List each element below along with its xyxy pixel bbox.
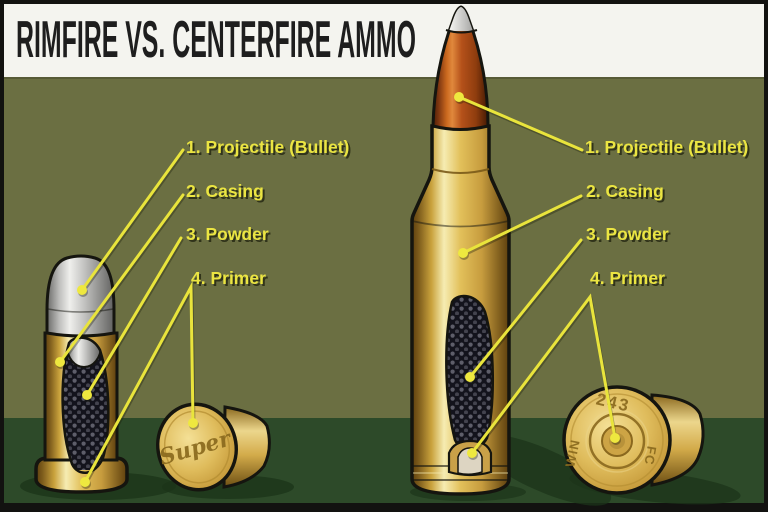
- callout-lines: [55, 92, 620, 487]
- rimfire-rim: [34, 456, 129, 494]
- rimfire-bullet-seam: [47, 308, 114, 313]
- rimfire-cartridge: [34, 254, 129, 494]
- right-dot-projectile: [454, 92, 464, 102]
- headstamp-fc-text: FC: [641, 445, 659, 467]
- rimfire-base-face: [156, 402, 238, 492]
- left-dot-headstamp: [188, 418, 198, 428]
- rimfire-headstamp: Super: [156, 402, 271, 492]
- label-right-powder: 3. Powder: [586, 224, 669, 244]
- label-left-projectile: 1. Projectile (Bullet): [186, 137, 349, 157]
- label-right-primer: 4. Primer: [590, 268, 665, 288]
- left-dot-primer-rim: [80, 477, 90, 487]
- label-left-casing: 2. Casing: [186, 181, 264, 201]
- right-line-powder: [468, 238, 583, 379]
- label-left-powder: 3. Powder: [186, 224, 269, 244]
- right-line-casing: [461, 194, 583, 255]
- rimfire-cutaway-outline: [61, 336, 110, 474]
- rimfire-headstamp-base: [156, 402, 238, 492]
- left-line-casing: [58, 193, 185, 364]
- label-right-casing: 2. Casing: [586, 181, 664, 201]
- right-dot-casing: [458, 248, 468, 258]
- centerfire-neck-line: [431, 168, 490, 174]
- right-dot-primer-pocket: [467, 448, 477, 458]
- right-dot-powder: [465, 372, 475, 382]
- wall-background: [4, 77, 764, 418]
- headstamp-win-text: WIN: [562, 438, 583, 469]
- left-dot-powder: [82, 390, 92, 400]
- centerfire-cutaway-outline: [445, 294, 494, 451]
- title-banner: [4, 4, 764, 77]
- banner-edge: [4, 77, 764, 79]
- centerfire-base-edge-ring: [570, 393, 664, 487]
- label-left-primer: 4. Primer: [191, 268, 266, 288]
- left-line-powder: [85, 236, 183, 397]
- centerfire-primer-groove-ring: [588, 412, 646, 470]
- left-dot-projectile: [77, 285, 87, 295]
- centerfire-tip-seam: [445, 29, 478, 34]
- left-dot-casing: [55, 357, 65, 367]
- right-dot-headstamp-primer: [610, 433, 620, 443]
- centerfire-shoulder-line: [411, 220, 510, 228]
- rimfire-base-ring: [164, 410, 230, 484]
- left-line-primer: [83, 281, 195, 484]
- rimfire-cutaway-contents: [62, 337, 109, 470]
- left-line-projectile: [80, 148, 185, 292]
- label-right-projectile: 1. Projectile (Bullet): [585, 137, 748, 157]
- rimfire-bullet: [45, 254, 116, 338]
- centerfire-primer-highlight-ring: [585, 409, 649, 473]
- right-line-projectile: [457, 95, 584, 152]
- page-title: RIMFIRE VS. CENTERFIRE AMMO: [16, 11, 416, 69]
- right-line-primer: [470, 293, 617, 455]
- labels: 1. Projectile (Bullet) 2. Casing 3. Powd…: [186, 137, 748, 288]
- rimfire-headstamp-body: [222, 405, 271, 489]
